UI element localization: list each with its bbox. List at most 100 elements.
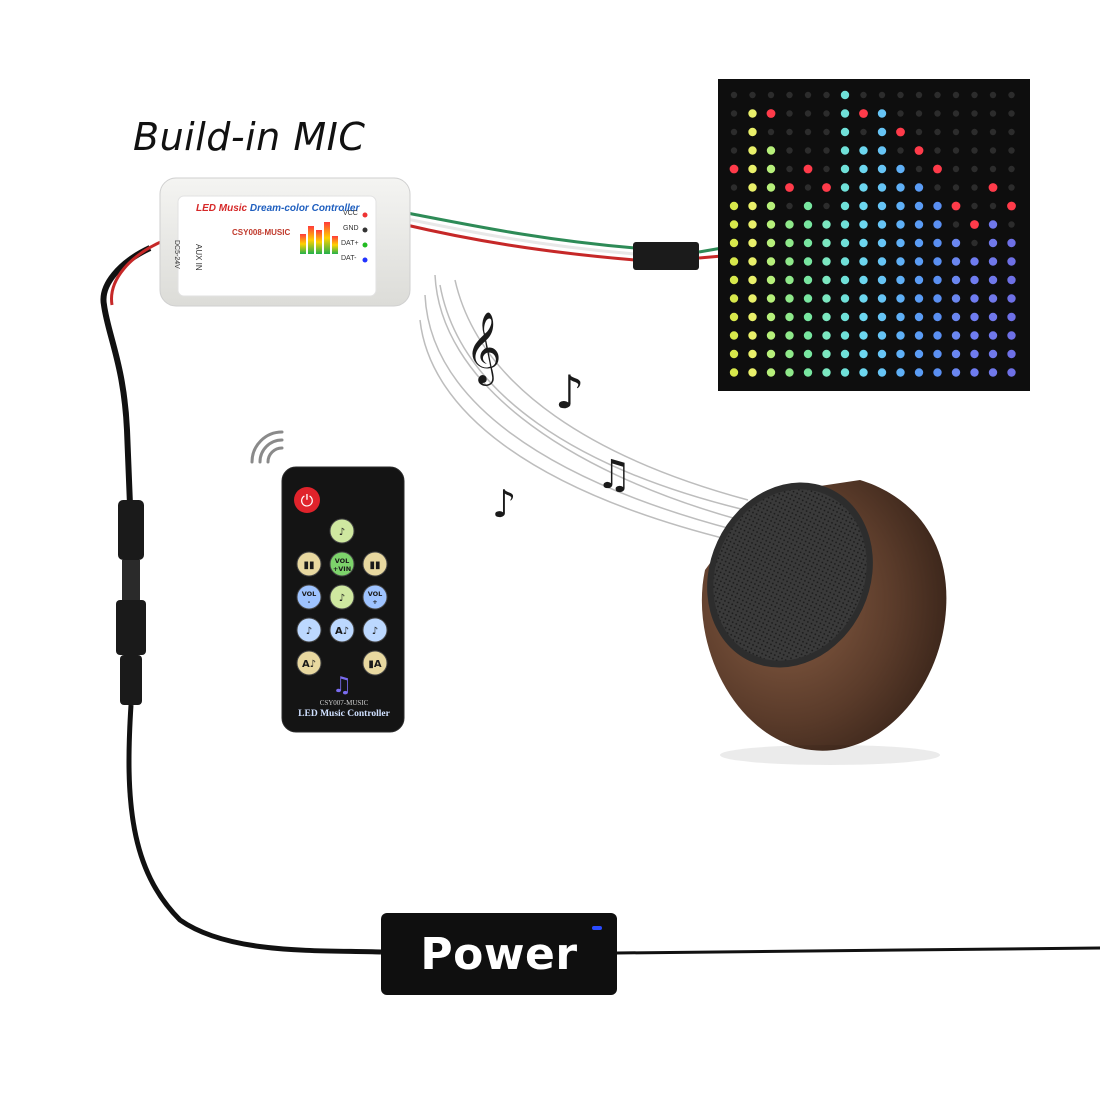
led-dot [988,238,998,248]
led-dot [988,294,998,303]
remote-button-label: VOL [302,590,317,598]
power-led-indicator [592,926,602,930]
remote-power-button [294,487,320,513]
led-dot [970,331,979,340]
led-peak-dot [951,201,961,211]
led-dot [989,202,997,210]
led-dot [767,91,775,99]
wifi-signal-icon [250,430,284,464]
led-dot [1007,257,1016,266]
led-dot [803,275,813,285]
led-dot [730,110,738,117]
treble-clef-icon: ♫ [332,673,352,698]
led-peak-dot [803,164,813,174]
led-dot [934,110,941,117]
led-peak-dot [859,109,868,118]
controller-model: CSY008-MUSIC [232,228,291,237]
led-dot [840,275,850,285]
headline-build-in-mic: Build-in MIC [133,115,366,159]
led-dot [730,184,738,191]
equalizer-graphic [300,222,338,254]
led-dot [729,312,739,322]
wooden-speaker [701,480,947,765]
remote-button-label: ♪ [339,593,345,604]
led-dot [840,220,850,229]
led-dot [896,257,905,266]
led-dot [1008,110,1015,117]
controller-voltage: DC5-24V [173,240,180,269]
led-dot [877,294,887,303]
music-controller [159,177,411,307]
led-dot [822,312,831,322]
led-dot [766,183,776,192]
led-dot [877,275,887,285]
led-dot [970,349,979,359]
led-dot [840,164,850,174]
led-dot [951,257,961,266]
led-peak-dot [785,183,794,192]
led-dot [896,312,905,322]
led-dot [785,257,794,266]
led-dot [748,349,757,359]
beamed-notes-icon: ♫ [596,452,632,498]
eighth-note-icon: ♪ [492,482,516,526]
led-dot [785,349,794,359]
led-dot [951,331,961,340]
led-dot [822,275,831,285]
led-dot [730,128,738,136]
led-dot [989,91,997,99]
led-dot [971,239,978,247]
led-dot [877,238,887,248]
led-dot [840,368,850,377]
led-dot [1007,368,1016,377]
led-dot [766,275,776,285]
led-dot [1007,238,1016,248]
remote-button [329,584,355,610]
led-dot [877,257,887,266]
led-dot [914,275,924,285]
led-dot [970,275,979,285]
remote-button-label: ▮A [368,659,382,670]
led-dot [785,220,794,229]
led-dot [803,201,813,211]
dc-female-jack [118,500,144,560]
led-dot [914,220,924,229]
led-dot [767,128,775,136]
led-dot [878,91,886,99]
led-dot [915,91,923,99]
led-dot [840,294,850,303]
remote-button [329,551,355,577]
led-dot [970,257,979,266]
remote-button [296,617,322,643]
remote-button [362,584,388,610]
led-dot [989,128,997,136]
led-dot [933,201,942,211]
led-dot [896,183,905,192]
led-dot [786,165,793,173]
led-dot [914,312,924,322]
remote-button-label: VOL [335,557,350,565]
remote-button [329,617,355,643]
led-dot [989,110,997,117]
led-dot [988,312,998,322]
led-dot [766,312,776,322]
led-dot [952,147,960,154]
led-dot [766,368,776,377]
led-peak-dot [822,183,831,192]
led-dot [989,147,997,154]
led-dot [896,331,905,340]
led-dot [748,368,757,377]
led-dot [971,128,978,136]
led-dot [877,331,887,340]
led-dot [933,294,942,303]
led-dot [933,312,942,322]
led-dot [877,164,887,174]
led-peak-dot [933,164,942,174]
led-peak-dot [988,183,998,192]
led-dot [934,91,941,99]
led-dot [804,110,812,117]
led-dot [730,91,738,99]
remote-button-label: - [308,598,311,606]
led-dot [877,109,887,118]
remote-button [329,518,355,544]
